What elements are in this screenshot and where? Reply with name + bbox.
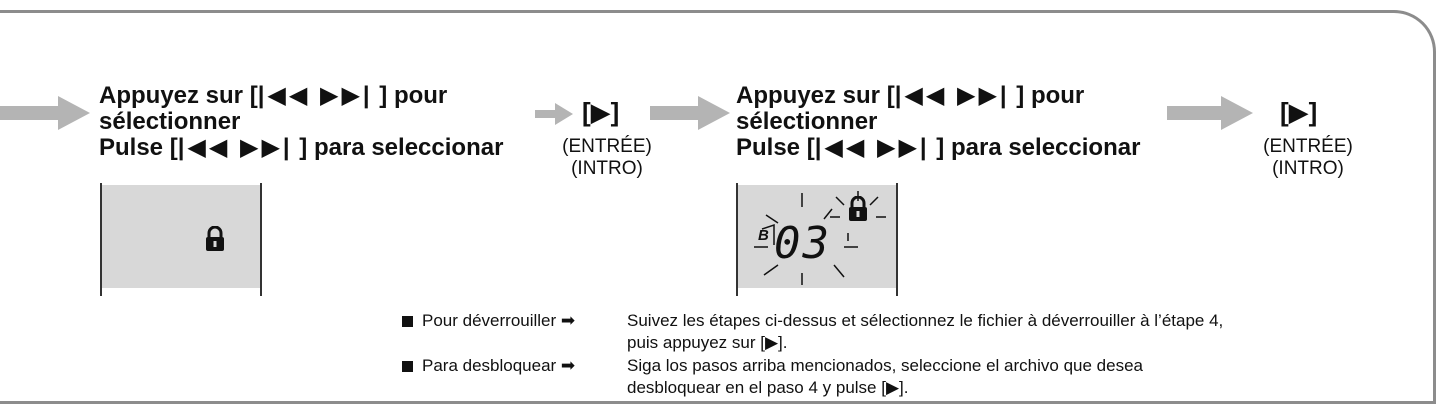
lcd-display-right bbox=[736, 185, 898, 288]
lcd-edge bbox=[260, 183, 262, 296]
arrow-right-icon bbox=[0, 96, 90, 130]
note-bullet bbox=[402, 361, 413, 372]
skip-buttons-icon: |◀◀ ▶▶| bbox=[894, 82, 1010, 109]
blink-rays-icon bbox=[754, 191, 886, 285]
enter-label-es: (INTRO) bbox=[571, 158, 643, 179]
panel-frame bbox=[0, 10, 1436, 404]
note-es-text-line2: desbloquear en el paso 4 y pulse [▶]. bbox=[627, 378, 909, 397]
lcd-edge bbox=[896, 183, 898, 296]
arrow-right-icon bbox=[650, 96, 730, 130]
skip-buttons-icon: |◀◀ ▶▶| bbox=[257, 82, 373, 109]
skip-buttons-icon: |◀◀ ▶▶| bbox=[177, 134, 293, 161]
note-es-label: Para desbloquear ➡ bbox=[422, 356, 576, 375]
lock-icon bbox=[849, 196, 867, 221]
enter-label-es: (INTRO) bbox=[1272, 158, 1344, 179]
lcd-edge bbox=[100, 183, 102, 296]
lcd-display-left bbox=[100, 185, 262, 288]
play-button-label: [▶] bbox=[1280, 97, 1318, 127]
note-fr-label: Pour déverrouiller ➡ bbox=[422, 311, 576, 330]
arrow-right-icon bbox=[1167, 96, 1253, 130]
note-es-text-line1: Siga los pasos arriba mencionados, selec… bbox=[627, 356, 1143, 375]
note-fr-text-line1: Suivez les étapes ci-dessus et sélection… bbox=[627, 311, 1224, 330]
lcd-folder-letter: B bbox=[758, 227, 769, 244]
lcd-file-number: 03 bbox=[774, 218, 831, 269]
lock-icon bbox=[206, 226, 224, 251]
note-bullet bbox=[402, 316, 413, 327]
step-instruction-right: Appuyez sur [|◀◀ ▶▶| ] pour sélectionner… bbox=[736, 82, 1141, 161]
arrow-right-icon bbox=[535, 103, 573, 125]
play-button-label: [▶] bbox=[582, 97, 620, 127]
note-fr-text-line2: puis appuyez sur [▶]. bbox=[627, 333, 788, 352]
enter-label-fr: (ENTRÉE) bbox=[562, 136, 652, 157]
step-instruction-left: Appuyez sur [|◀◀ ▶▶| ] pour sélectionner… bbox=[99, 82, 504, 161]
enter-label-fr: (ENTRÉE) bbox=[1263, 136, 1353, 157]
skip-buttons-icon: |◀◀ ▶▶| bbox=[814, 134, 930, 161]
lcd-edge bbox=[736, 183, 738, 296]
